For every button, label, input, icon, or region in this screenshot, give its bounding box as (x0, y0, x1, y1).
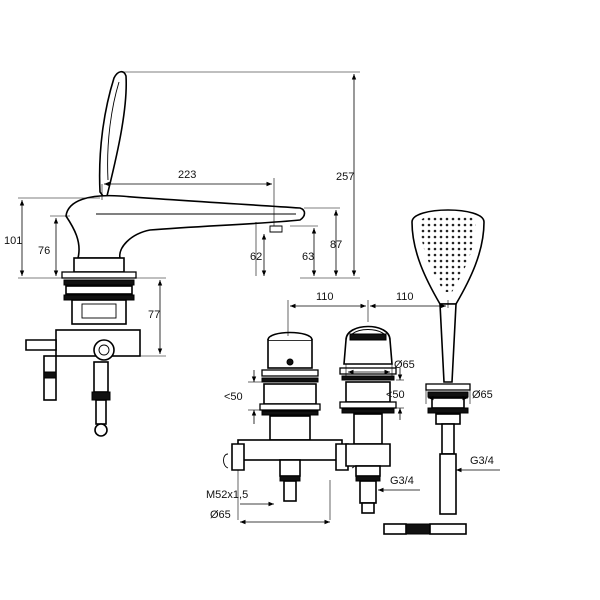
diverter-dimensions: 110 Ø65 <50 G3/4 (287, 291, 420, 493)
dim-d65-valve: Ø65 (210, 509, 231, 521)
spout-assembly (25, 70, 306, 437)
diverter-assembly (339, 325, 467, 535)
dim-87: 87 (330, 239, 342, 251)
dim-110-right: 110 (396, 291, 414, 303)
dim-lt50-left: <50 (224, 391, 243, 403)
dim-77: 77 (148, 309, 160, 321)
dim-62: 62 (250, 251, 262, 263)
handshower-dimensions: 110 Ø65 G3/4 (370, 291, 500, 473)
dim-d65-mid: Ø65 (394, 359, 415, 371)
handshower-assembly (411, 209, 485, 515)
dim-63: 63 (302, 251, 314, 263)
dim-g34-handshower: G3/4 (470, 455, 494, 467)
dim-101: 101 (4, 235, 22, 247)
spout-icon (65, 194, 306, 259)
handshower-icon (98, 70, 128, 202)
dim-m52: M52x1,5 (206, 489, 248, 501)
dim-257: 257 (336, 171, 354, 183)
dim-g34-mid: G3/4 (390, 475, 414, 487)
valve-dimensions: <50 M52x1,5 Ø65 (206, 370, 331, 525)
dim-223: 223 (178, 169, 196, 181)
dim-d65-handshower: Ø65 (472, 389, 493, 401)
valve-assembly (223, 331, 357, 502)
left-dimensions: 223 257 101 76 87 62 63 77 (4, 71, 360, 357)
dim-110-left: 110 (316, 291, 334, 303)
dim-76: 76 (38, 245, 50, 257)
dim-lt50-mid: <50 (386, 389, 405, 401)
